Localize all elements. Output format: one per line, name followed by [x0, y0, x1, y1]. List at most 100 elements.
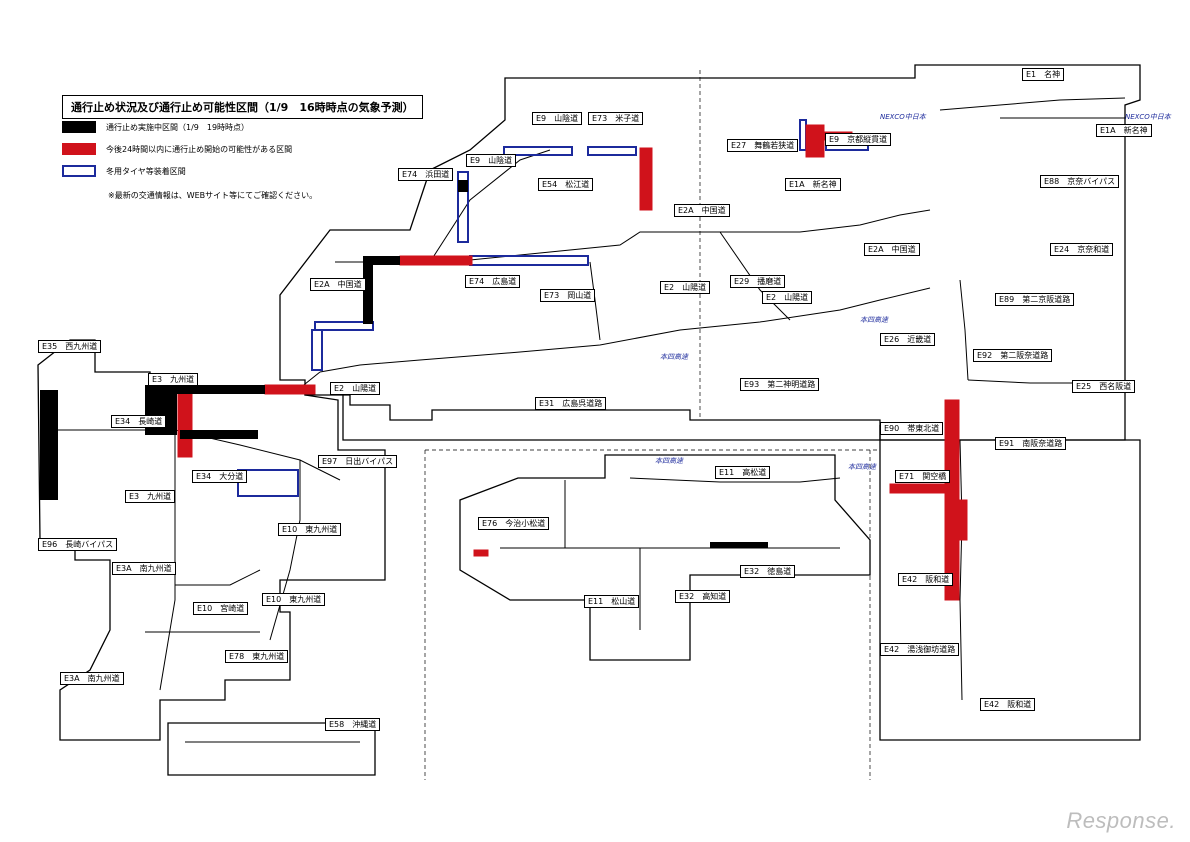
road-label-e74-hiroshima: E74 広島道 — [465, 275, 521, 288]
road-label-e90-hanwa-kita: E90 帯東北道 — [880, 422, 944, 435]
marker-honshi-3: 本四高速 — [655, 457, 683, 465]
road-label-e91-nanhan: E91 南阪奈道路 — [995, 437, 1067, 450]
road-label-e2a-chugoku-3: E2A 中国道 — [864, 243, 920, 256]
legend-row-closed: 通行止め実施中区間（1/9 19時時点） — [62, 121, 249, 133]
road-label-e93-daini-shinmei: E93 第二神明道路 — [740, 378, 820, 391]
route-e3-kyushu-south — [159, 392, 176, 691]
shikoku-region-outline — [459, 454, 871, 661]
road-label-e42-hanwa-2: E42 阪和道 — [980, 698, 1036, 711]
road-label-e92-daini-hanna: E92 第二阪奈道路 — [973, 349, 1053, 362]
road-label-e34-oita: E34 大分道 — [192, 470, 248, 483]
legend-row-possible: 今後24時間以内に通行止め開始の可能性がある区間 — [62, 143, 292, 155]
route-e10-higashikyushu — [269, 460, 301, 641]
black-e3-kyushu-north — [145, 385, 265, 394]
road-label-e9-kyoto-jukan: E9 京都縦貫道 — [825, 133, 892, 146]
route-e29-harima — [719, 231, 791, 321]
road-label-e2a-chugoku-1: E2A 中国道 — [674, 204, 730, 217]
winter-segment-e27-link — [799, 119, 807, 151]
road-label-e10-higashikyushu-1: E10 東九州道 — [278, 523, 342, 536]
red-e54-matsue — [639, 147, 653, 211]
road-label-e10-higashikyushu-2: E10 東九州道 — [262, 593, 326, 606]
road-label-e2-sanyo-2: E2 山陽道 — [762, 291, 813, 304]
road-label-e1a-shinmeishin-2: E1A 新名神 — [785, 178, 841, 191]
road-label-e2-sanyo-1: E2 山陽道 — [660, 281, 711, 294]
winter-segment-e2a-hiroshima-west — [314, 321, 374, 331]
boundary-lines — [424, 70, 880, 780]
road-label-e32-kochi: E32 高知道 — [675, 590, 731, 603]
chugoku-region-outline — [279, 64, 1141, 441]
road-label-e2-sanyo-3: E2 山陽道 — [330, 382, 381, 395]
road-label-e73-okayama: E73 岡山道 — [540, 289, 596, 302]
road-label-e1-meishin: E1 名神 — [1022, 68, 1065, 81]
legend-text-winter: 冬用タイヤ等装着区間 — [106, 166, 186, 176]
route-e42-hanwa-line — [959, 439, 963, 701]
response-watermark-logo: Response. — [1066, 808, 1176, 833]
black-e34-nagasaki — [40, 390, 58, 500]
road-label-e24-keinawa: E24 京奈和道 — [1050, 243, 1114, 256]
red-e2a-central — [399, 255, 473, 266]
legend-swatch-winter — [62, 165, 96, 177]
route-e11-takamatsu — [629, 477, 841, 483]
road-label-e3-kyushu-2: E3 九州道 — [125, 490, 176, 503]
road-label-e3-kyushu-1: E3 九州道 — [148, 373, 199, 386]
route-e26-kinki — [959, 279, 969, 381]
road-label-e34-nagasaki: E34 長崎道 — [111, 415, 167, 428]
road-label-e89-daini-keihan: E89 第二京阪道路 — [995, 293, 1075, 306]
legend-row-winter: 冬用タイヤ等装着区間 — [62, 165, 186, 177]
black-e2a-hiroshima-west — [363, 256, 373, 324]
road-label-e88-keinawa: E88 京奈バイパス — [1040, 175, 1120, 188]
road-label-e2a-chugoku-2: E2A 中国道 — [310, 278, 366, 291]
marker-honshi-1: 本四高速 — [860, 316, 888, 324]
winter-segment-e9-sanin — [503, 146, 573, 156]
road-label-e11-takamatsu: E11 高松道 — [715, 466, 771, 479]
legend-note: ※最新の交通情報は、WEBサイト等にてご確認ください。 — [108, 191, 318, 200]
route-e10-miyazaki — [175, 569, 261, 586]
road-label-e54-matsue: E54 松江道 — [538, 178, 594, 191]
road-label-e3a-minamikyushu-1: E3A 南九州道 — [112, 562, 176, 575]
road-label-e35-nishikyushu: E35 西九州道 — [38, 340, 102, 353]
black-e74-hiroshima — [365, 256, 400, 265]
red-kinki-lower — [954, 499, 968, 541]
road-label-e42-yuasa-gobo: E42 湯浅御坊道路 — [880, 643, 960, 656]
road-label-e31-hiroshima-kure: E31 広島呉道路 — [535, 397, 607, 410]
region-outlines — [37, 64, 1141, 776]
marker-nexco-chuo-2: NEXCO中日本 — [1125, 113, 1171, 121]
marker-honshi-2: 本四高速 — [660, 353, 688, 361]
red-e27-maizuru — [805, 124, 825, 158]
road-label-e96-nagasaki-bypass: E96 長崎バイパス — [38, 538, 118, 551]
road-label-e78-higashikyushu: E78 東九州道 — [225, 650, 289, 663]
road-label-e25-nishi-meihan: E25 西名阪道 — [1072, 380, 1136, 393]
closure-segments — [40, 180, 768, 548]
road-label-e76-imabari-komatsu: E76 今治小松道 — [478, 517, 550, 530]
red-e3-kyushu-east — [264, 384, 316, 395]
road-label-e26-kinki: E26 近畿道 — [880, 333, 936, 346]
marker-nexco-chuo-1: NEXCO中日本 — [880, 113, 926, 121]
road-label-e11-matsuyama: E11 松山道 — [584, 595, 640, 608]
road-label-e29-harima: E29 播磨道 — [730, 275, 786, 288]
marker-honshi-4: 本四高速 — [848, 463, 876, 471]
legend-text-closed: 通行止め実施中区間（1/9 19時時点） — [106, 122, 250, 132]
road-label-e73-yonago: E73 米子道 — [588, 112, 644, 125]
road-label-e97-hiji: E97 日出バイパス — [318, 455, 398, 468]
route-e2a-chugoku — [335, 209, 931, 263]
red-e71-kanku — [889, 483, 947, 494]
red-shikoku-tip — [473, 549, 489, 557]
black-e9-sanin-short — [458, 180, 468, 192]
route-e1-meishin — [939, 97, 1126, 111]
road-label-e32-tokushima: E32 徳島道 — [740, 565, 796, 578]
legend-text-possible: 今後24時間以内に通行止め開始の可能性がある区間 — [106, 144, 293, 154]
route-e2-sanyo — [319, 287, 931, 373]
road-label-e3a-minamikyushu-2: E3A 南九州道 — [60, 672, 124, 685]
winter-segment-e74-hamada — [457, 171, 469, 243]
winter-segment-kyushu-oita — [237, 469, 299, 497]
road-label-e27-maizuru-wakasa: E27 舞鶴若狭道 — [727, 139, 799, 152]
winter-tire-segments — [237, 119, 869, 497]
okinawa-region-outline — [167, 722, 376, 776]
black-e32-tokushima — [710, 542, 768, 548]
winter-segment-e73-yonago — [587, 146, 637, 156]
legend-swatch-possible — [62, 143, 96, 155]
road-label-e71-kanku: E71 関空橋 — [895, 470, 951, 483]
road-label-e42-hanwa-1: E42 阪和道 — [898, 573, 954, 586]
